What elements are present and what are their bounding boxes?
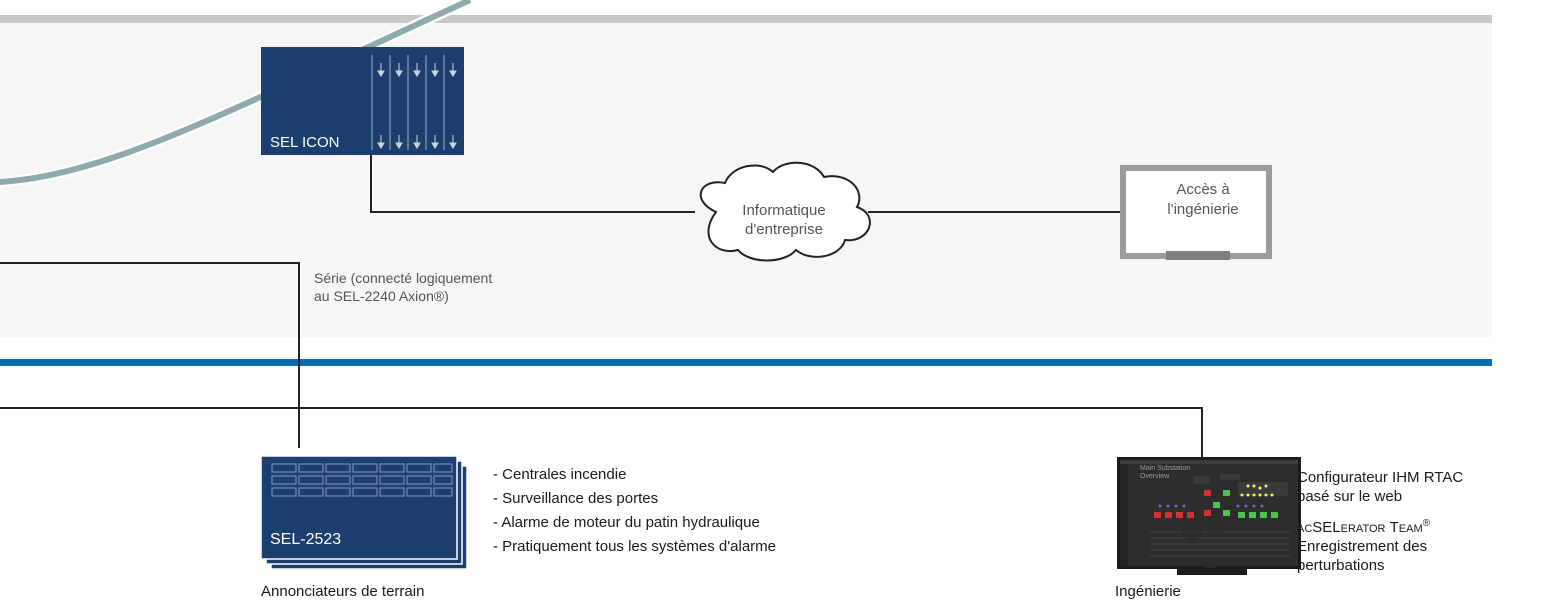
wire-serial-upper — [0, 262, 300, 448]
sel-icon-label: SEL ICON — [270, 134, 340, 151]
list-item: Alarme de moteur du patin hydraulique — [493, 511, 776, 535]
hmi-screen-title: Main Substation Overview — [1140, 465, 1190, 481]
blue-network-bar — [0, 359, 1492, 366]
engineering-caption: Ingénierie — [1115, 583, 1181, 600]
engineering-line2: basé sur le web — [1297, 488, 1403, 505]
engineering-access-line1: Accès à — [1176, 181, 1230, 198]
hmi-monitor-neck — [1205, 563, 1217, 569]
annunciator-caption: Annonciateurs de terrain — [261, 583, 425, 600]
cloud-label-line2: d'entreprise — [745, 221, 823, 238]
annunciator-label: SEL-2523 — [270, 531, 342, 548]
serial-note-line2: au SEL-2240 Axion®) — [314, 288, 449, 304]
hmi-screen-title-2: Overview — [1140, 473, 1170, 480]
product-prefix: ac — [1297, 519, 1313, 536]
teal-uplink-curve-inner — [0, 0, 472, 185]
hmi-screen-title-1: Main Substation — [1140, 465, 1191, 472]
product-erator: erator — [1340, 519, 1386, 536]
product-registered: ® — [1422, 518, 1431, 529]
product-sel: SEL — [1312, 519, 1341, 536]
annunciator-window-grid — [271, 463, 453, 497]
engineering-line1: Configurateur IHM RTAC — [1297, 469, 1464, 486]
annunciator-feature-list: Centrales incendie Surveillance des port… — [493, 463, 776, 559]
hmi-screenshot-graphic — [1120, 460, 1298, 566]
serial-note-line1: Série (connecté logiquement — [314, 270, 493, 286]
monitor-stand — [1166, 251, 1230, 260]
engineering-product-name: acSELerator Team® — [1297, 514, 1537, 537]
serial-connection-note: Série (connecté logiquement au SEL-2240 … — [314, 269, 492, 305]
engineering-access-line2: l'ingénierie — [1167, 201, 1239, 218]
list-item: Surveillance des portes — [493, 487, 776, 511]
grey-network-bar — [0, 15, 1492, 23]
wire-icon-to-cloud — [370, 155, 695, 213]
list-item: Pratiquement tous les systèmes d'alarme — [493, 535, 776, 559]
cloud-icon — [699, 161, 871, 262]
engineering-access-label: Accès à l'ingénierie — [1133, 180, 1273, 220]
engineering-line4: Enregistrement des — [1297, 538, 1428, 555]
sel-icon-device — [261, 47, 464, 155]
wire-engineering — [0, 407, 1203, 458]
hmi-monitor-base — [1177, 568, 1247, 575]
downward-arrow-ports-icon — [377, 63, 457, 149]
cloud-label-line1: Informatique — [742, 202, 826, 219]
product-team: Team — [1389, 519, 1423, 536]
engineering-description: Configurateur IHM RTAC basé sur le web a… — [1297, 468, 1537, 575]
engineering-line5: perturbations — [1297, 557, 1385, 574]
list-item: Centrales incendie — [493, 463, 776, 487]
annunciator-sheet-1 — [260, 455, 458, 560]
cloud-label: Informatique d'entreprise — [716, 201, 852, 239]
